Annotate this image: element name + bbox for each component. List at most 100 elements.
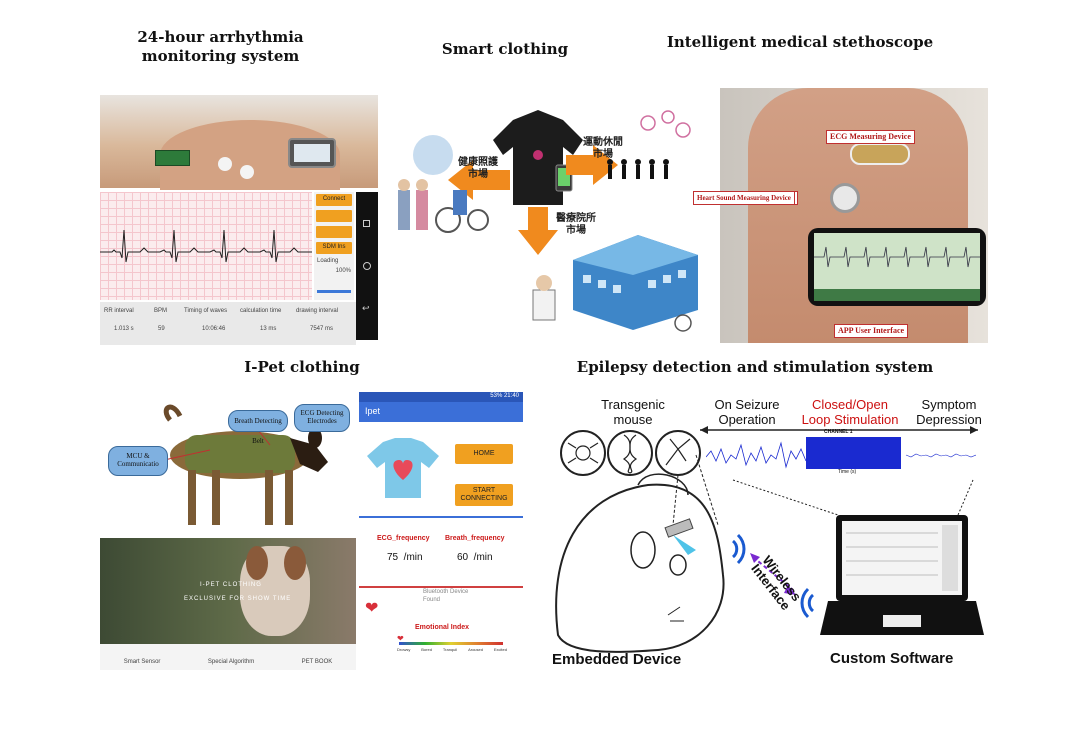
onseizure-label: On Seizure Operation (702, 397, 792, 427)
arrhythmia-title-line1: 24-hour arrhythmia (137, 28, 304, 46)
closed-loop-line1: Closed/Open (812, 397, 888, 412)
tshirt-heart-icon (367, 438, 439, 498)
puppy-face (240, 546, 310, 636)
callout-mcu-line1: MCU & (126, 452, 150, 460)
stethoscope-title: Intelligent medical stethoscope (666, 33, 934, 51)
callout-mcu-line2: Communicatio (117, 460, 159, 468)
arrhythmia-title-line2: monitoring system (141, 47, 300, 65)
recent-apps-icon[interactable] (363, 220, 370, 227)
phone-device (288, 138, 336, 168)
smart-clothing-panel: 健康照護 市場 運動休閒 市場 醫療院所 市場 (378, 95, 718, 335)
market-health-line1: 健康照護 (458, 157, 498, 168)
sdm-button[interactable]: SDM Ins (316, 242, 352, 254)
ipet-website: I-PET CLOTHING EXCLUSIVE FOR SHOW TIME S… (100, 538, 356, 670)
app-ui-label: APP User Interface (834, 324, 909, 338)
emotion-bored: Bored (421, 647, 432, 652)
ecg-device-label: ECG Measuring Device (826, 130, 915, 144)
ecg-freq-label: ECG_frequency (377, 535, 430, 542)
bluetooth-status: Bluetooth Device Found (423, 588, 468, 604)
symptom-label: Symptom Depression (908, 397, 990, 427)
eeg-time-axis: Time (s) (838, 469, 857, 475)
eeg-channel: CHANNEL 1 (824, 429, 853, 435)
website-hero: I-PET CLOTHING EXCLUSIVE FOR SHOW TIME (100, 538, 356, 644)
emotional-index-label: Emotional Index (415, 624, 470, 631)
control-button-2[interactable] (316, 210, 352, 222)
transgenic-label: Transgenic mouse (578, 397, 688, 427)
ipet-title: I-Pet clothing (244, 358, 360, 376)
epilepsy-title: Epilepsy detection and stimulation syste… (576, 358, 934, 376)
callout-breath: Breath Detecting Belt (228, 410, 288, 445)
stats-value: 10:06:46 (202, 326, 226, 332)
market-sport-label: 運動休閒 市場 (583, 137, 623, 161)
home-button[interactable]: HOME (455, 444, 513, 464)
electrode-2 (240, 165, 254, 179)
callout-ecg: ECG Detecting Electrodes (294, 404, 350, 432)
android-nav-bar: ↩ (356, 192, 378, 340)
ipet-dog-panel: MCU & Communicatio Breath Detecting Belt… (100, 390, 356, 535)
onseizure-line2: Operation (718, 412, 776, 427)
emotion-drowsy: Drowsy (397, 647, 411, 652)
bt-line1: Bluetooth Device (423, 589, 469, 595)
market-health-label: 健康照護 市場 (458, 157, 498, 181)
website-subtitle: EXCLUSIVE FOR SHOW TIME (184, 596, 292, 602)
market-health-line2: 市場 (468, 169, 488, 180)
emotion-aroused: Aroused (468, 647, 483, 652)
eeg-trace (705, 437, 977, 469)
market-hospital-line1: 醫療院所 (556, 213, 596, 224)
stats-value: 59 (158, 326, 165, 332)
stats-header: drawing interval (296, 308, 339, 314)
loading-bar (317, 290, 351, 293)
stats-header: calculation time (240, 308, 282, 314)
nav-pet-book[interactable]: PET BOOK (301, 659, 333, 665)
start-connecting-button[interactable]: START CONNECTING (455, 484, 513, 506)
start-line1: START (472, 487, 496, 494)
app-phone (808, 228, 986, 306)
stats-header: RR interval (104, 308, 134, 314)
stats-value: 13 ms (260, 326, 277, 332)
divider-red (359, 586, 523, 588)
stats-value-row: 1.013 s 59 10:06:46 13 ms 7547 ms (114, 326, 354, 332)
symptom-line1: Symptom (921, 397, 977, 412)
control-button-3[interactable] (316, 226, 352, 238)
stats-value: 7547 ms (310, 326, 334, 332)
ecg-grid (100, 192, 312, 300)
divider-blue (359, 516, 523, 518)
emotion-gradient (399, 642, 503, 645)
arrhythmia-panel: Connect SDM Ins Loading 100% ↩ RR interv… (100, 95, 378, 345)
breath-freq-value: 60 /min (457, 552, 493, 563)
arrhythmia-title: 24-hour arrhythmia monitoring system (108, 28, 333, 66)
home-icon[interactable] (363, 262, 371, 270)
stats-header-row: RR interval BPM Timing of waves calculat… (104, 308, 352, 314)
emotion-tranquil: Tranquil (442, 647, 458, 652)
market-sport-line1: 運動休閒 (583, 137, 623, 148)
stats-value: 1.013 s (114, 326, 134, 332)
stats-table: RR interval BPM Timing of waves calculat… (100, 302, 356, 345)
arrhythmia-photo (100, 95, 378, 190)
ecg-waveform (100, 229, 312, 263)
stethoscope-head (830, 183, 860, 213)
breath-freq-label: Breath_frequency (445, 535, 505, 542)
connect-button[interactable]: Connect (316, 194, 352, 206)
arrhythmia-controls: Connect SDM Ins Loading 100% (314, 192, 354, 300)
shirt-illustration (398, 110, 698, 332)
nav-special-algorithm[interactable]: Special Algorithm (207, 659, 255, 665)
transgenic-line1: Transgenic (601, 397, 665, 412)
app-status-bar: 53% 21:40 (359, 392, 523, 402)
app-toolbar: Ipet (359, 402, 523, 422)
heart-icon: ❤ (365, 598, 379, 617)
bt-line2: Found (423, 597, 441, 603)
stethoscope-panel: ECG Measuring Device Heart Sound Measuri… (720, 88, 988, 343)
custom-software-label: Custom Software (830, 650, 954, 667)
market-hospital-label: 醫療院所 市場 (556, 213, 596, 237)
loading-label: Loading (317, 258, 339, 264)
closed-loop-label: Closed/Open Loop Stimulation (790, 397, 910, 427)
market-hospital-line2: 市場 (566, 225, 586, 236)
nav-smart-sensor[interactable]: Smart Sensor (123, 659, 161, 665)
callout-ecg-line1: ECG Detecting (300, 409, 344, 417)
ecg-device (850, 143, 910, 165)
onseizure-line1: On Seizure (714, 397, 780, 412)
ecg-freq-value: 75 /min (387, 552, 423, 563)
app-bottom-bar (814, 289, 980, 301)
back-icon[interactable]: ↩ (362, 304, 370, 314)
stats-header: Timing of waves (184, 308, 228, 314)
